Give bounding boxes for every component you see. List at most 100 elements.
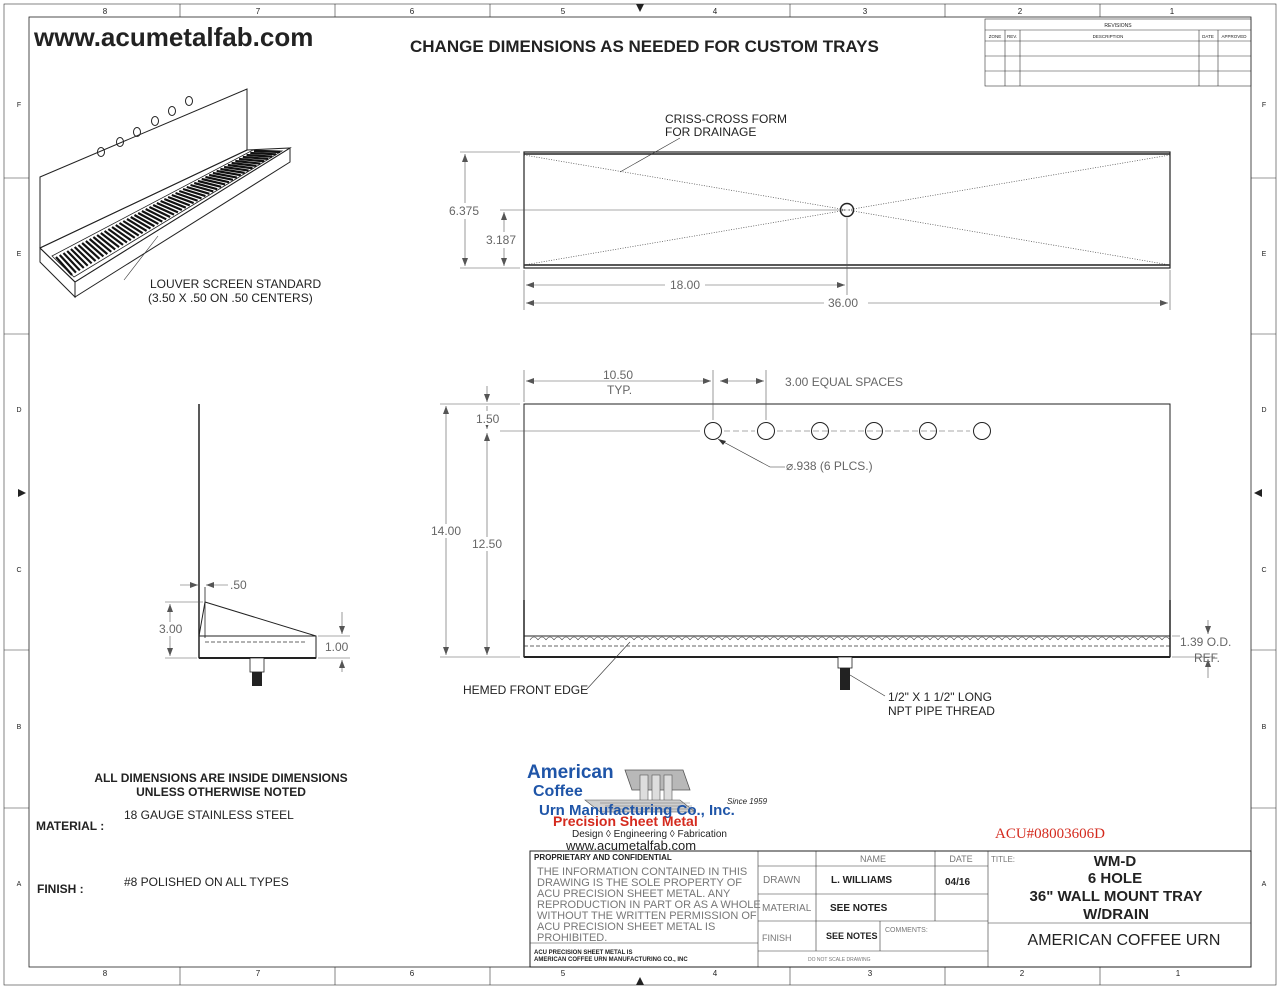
louver-edge-mark [529, 636, 539, 641]
title-line1: WM-D [1094, 853, 1137, 870]
louver-edge-mark [913, 636, 923, 641]
zone-row-label: A [1262, 881, 1267, 888]
proprietary-line: ACU PRECISION SHEET METAL IS [537, 921, 715, 933]
zone-row-label: B [17, 724, 22, 731]
louver-edge-mark [1009, 636, 1019, 641]
zone-col-label: 7 [256, 969, 261, 978]
louver-slat [160, 199, 183, 212]
louver-slat [163, 197, 187, 209]
louver-slat [88, 238, 109, 255]
center-arrows [18, 4, 1262, 985]
comments-label: COMMENTS: [885, 927, 928, 934]
louver-edge-mark [953, 636, 963, 641]
louver-edge-mark [769, 636, 779, 641]
revisions-col-header: REV. [1007, 34, 1017, 39]
dim-drain-to-end: 18.00 [670, 278, 700, 292]
louver-edge-mark [993, 636, 1003, 641]
louver-slat [220, 167, 245, 174]
louver-edge-mark [1033, 636, 1043, 641]
louver-edge-mark [569, 636, 579, 641]
louver-slat [246, 153, 273, 158]
dim-hole-spacing: 3.00 EQUAL SPACES [785, 375, 903, 389]
louver-edge-mark [801, 636, 811, 641]
proprietary-line: DRAWING IS THE SOLE PROPERTY OF [537, 877, 742, 889]
side-dim-arrows [167, 582, 345, 668]
louver-edge-mark [1145, 636, 1155, 641]
louver-edge-mark [1113, 636, 1123, 641]
dim-front-lip: 1.00 [325, 640, 349, 654]
louver-edge-mark [929, 636, 939, 641]
finish-label: FINISH [762, 933, 792, 943]
revisions-col-header: APPROVED [1221, 34, 1247, 39]
title-block: PROPRIETARY AND CONFIDENTIAL THE INFORMA… [529, 850, 1252, 968]
criss-cross-note-line2: FOR DRAINAGE [665, 125, 756, 139]
louver-slat [208, 173, 234, 181]
side-view: .50 3.00 1.00 [157, 404, 353, 686]
zone-row-label: C [1261, 567, 1266, 574]
hem-edge-label: HEMED FRONT EDGE [463, 683, 588, 697]
louver-edge-mark [745, 636, 755, 641]
louver-edge-mark [1121, 636, 1131, 641]
dim-tray-width: 6.375 [449, 204, 479, 218]
louver-edge-mark [729, 636, 739, 641]
dim-hole-height: 12.50 [472, 537, 502, 551]
zone-col-label: 8 [103, 7, 108, 16]
pipe-thread-line2: NPT PIPE THREAD [888, 704, 995, 718]
louver-edge-mark [809, 636, 819, 641]
faucet-holes [97, 96, 193, 157]
top-dim-lines [460, 151, 1171, 310]
louver-edge-mark [849, 636, 859, 641]
louver-edge-mark [1105, 636, 1115, 641]
louver-edge-mark [753, 636, 763, 641]
dim-first-hole-offset: 10.50 [603, 368, 633, 382]
urn-graphic [584, 769, 696, 813]
louver-slat [235, 159, 261, 165]
dim-tray-length: 36.00 [828, 296, 858, 310]
criss-cross-note-line1: CRISS-CROSS FORM [665, 112, 787, 126]
logo-precision-sheet-metal: Precision Sheet Metal [553, 813, 698, 829]
louver-edge-mark [761, 636, 771, 641]
top-dim-arrows [462, 154, 1168, 306]
louver-edge-mark [1001, 636, 1011, 641]
revisions-col-header: DESCRIPTION [1093, 34, 1124, 39]
louver-edge-mark [609, 636, 619, 641]
louver-edge-mark [1065, 636, 1075, 641]
website-header: www.acumetalfab.com [33, 22, 313, 52]
zone-row-label: E [17, 251, 22, 258]
louver-slat [58, 254, 77, 274]
louver-slat [126, 218, 148, 232]
louver-edge-mark [577, 636, 587, 641]
finish-note-value: #8 POLISHED ON ALL TYPES [124, 875, 289, 889]
part-number: ACU#08003606D [995, 826, 1105, 842]
zone-ticks [4, 4, 1276, 985]
zone-col-label: 1 [1170, 7, 1175, 16]
front-faucet-holes [704, 422, 991, 440]
louver-slat [216, 169, 241, 177]
louver-edge-mark [633, 636, 643, 641]
title-line2: 6 HOLE [1088, 870, 1142, 887]
louver-slat [186, 185, 210, 195]
louver-edge-mark [1161, 636, 1171, 641]
louver-slat [77, 244, 97, 262]
logo-line3: Urn Manufacturing Co., Inc. [539, 802, 735, 819]
louver-edge-mark [657, 636, 667, 641]
louver-edge-mark [601, 636, 611, 641]
louver-edge-mark [1057, 636, 1067, 641]
zone-labels-right: F E D C B A [1261, 102, 1266, 888]
zone-col-label: 3 [863, 7, 868, 16]
louver-slat [55, 256, 73, 276]
dims-note-line1: ALL DIMENSIONS ARE INSIDE DIMENSIONS [94, 771, 347, 785]
louver-edge-mark [689, 636, 699, 641]
louver-slat [171, 193, 195, 205]
louver-edge-mark [793, 636, 803, 641]
company-name: AMERICAN COFFEE URN [1028, 932, 1221, 949]
louver-edge-mark [841, 636, 851, 641]
proprietary-heading: PROPRIETARY AND CONFIDENTIAL [534, 853, 672, 862]
louver-slat [148, 206, 171, 218]
logo-line1: American [527, 762, 614, 783]
material-value: SEE NOTES [830, 903, 888, 914]
louver-edge-mark [945, 636, 955, 641]
louver-edge-mark [561, 636, 571, 641]
louver-slat [182, 187, 206, 198]
logo-since: Since 1959 [727, 797, 768, 806]
